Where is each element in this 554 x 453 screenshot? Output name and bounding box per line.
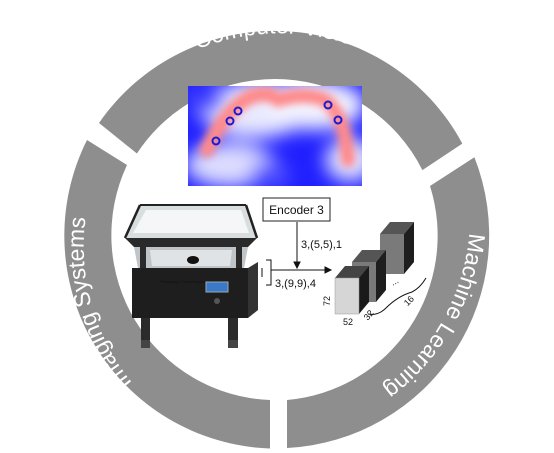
cube-width-label: 52 [343, 317, 353, 327]
feature-map-cube [334, 266, 369, 315]
heatmap-ridges [199, 86, 355, 167]
heatmap-markers [211, 100, 343, 146]
heatmap-image [188, 86, 362, 186]
imaging-device: Photograph Technologies [123, 204, 259, 348]
connector-arrow-head [324, 266, 333, 274]
device-lid [125, 238, 257, 247]
heatmap-marker [323, 100, 333, 110]
heatmap-marker [333, 115, 343, 125]
encoder-arrow-head [293, 261, 301, 270]
conv-bottom-label: 3,(9,9),4 [275, 278, 316, 290]
encoder-label: Encoder 3 [269, 203, 324, 217]
cube-height-label: 72 [322, 296, 332, 306]
cube-ellipsis: ... [389, 275, 401, 287]
device-brand-text: Photograph Technologies [160, 279, 205, 284]
connector-bracket [266, 259, 272, 286]
cube-depth-label: 32 [362, 308, 376, 322]
feature-maps: 72 52 32 16 ... [322, 222, 427, 327]
heatmap-marker [225, 116, 235, 126]
device-knob [187, 256, 199, 264]
conv-top-label: 3,(5,5),1 [301, 239, 342, 251]
connector [261, 222, 333, 286]
ring-segment-computer-vision [99, 30, 463, 171]
encoder-box: Encoder 3 [262, 197, 331, 222]
ring-segment-imaging-systems [64, 140, 270, 449]
device-button [214, 298, 220, 304]
ring-segment-machine-learning [287, 157, 490, 449]
heatmap-marker [211, 136, 221, 146]
heatmap-marker [233, 106, 243, 116]
cube-count-brace [367, 277, 427, 315]
ring: Computer Vision Imaging Systems Machine … [63, 12, 490, 449]
cube-count-label: 16 [402, 294, 416, 308]
device-display [205, 281, 229, 293]
